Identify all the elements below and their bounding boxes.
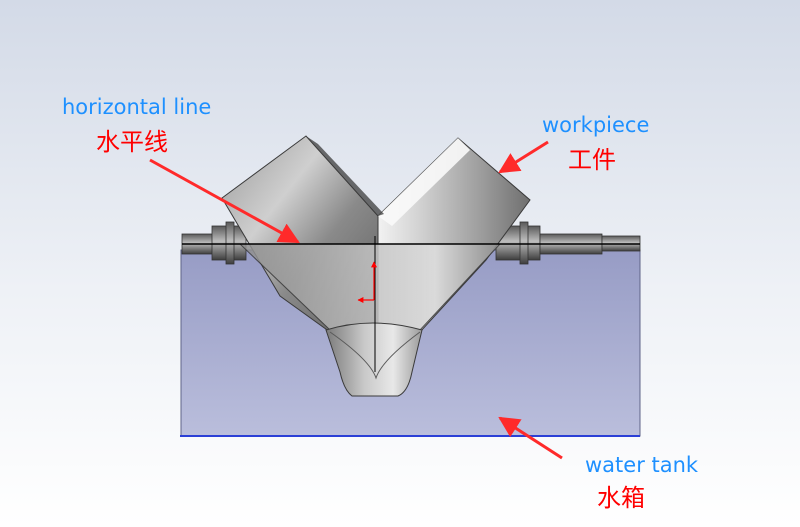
workpiece-right-arm-highlight bbox=[378, 138, 470, 226]
water-tank-arrow bbox=[498, 416, 563, 460]
label-workpiece-en: workpiece bbox=[542, 113, 649, 137]
label-water-tank-zh: 水箱 bbox=[597, 484, 645, 512]
workpiece-arrow bbox=[498, 140, 549, 174]
coordinate-axes-icon bbox=[357, 261, 377, 303]
workpiece-nozzle bbox=[325, 322, 423, 397]
shaft-left-ring bbox=[225, 221, 235, 265]
label-water-tank-en: water tank bbox=[585, 453, 699, 477]
shaft-right-ring bbox=[519, 221, 529, 265]
horizontal-line-arrow bbox=[149, 158, 300, 244]
workpiece bbox=[221, 135, 531, 397]
label-horizontal-line-zh: 水平线 bbox=[96, 128, 168, 156]
workpiece-nozzle-crease bbox=[329, 331, 421, 380]
label-workpiece-zh: 工件 bbox=[568, 146, 616, 174]
workpiece-left-arm-shadow bbox=[306, 136, 384, 216]
label-horizontal-line-en: horizontal line bbox=[62, 95, 211, 119]
